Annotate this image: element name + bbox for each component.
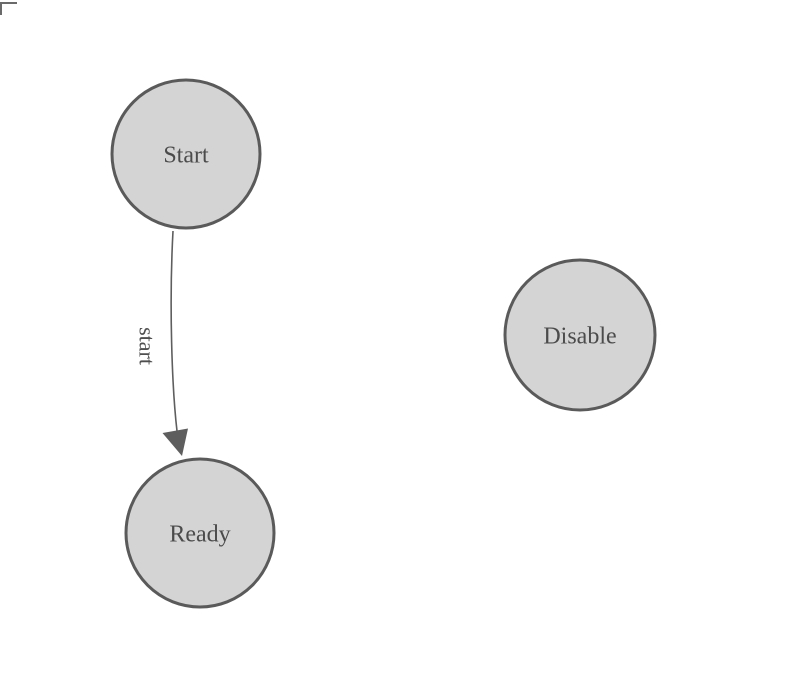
state-circle[interactable] [124,457,276,609]
state-label: Disable [543,323,616,349]
state-node-ready[interactable]: Ready [124,457,276,609]
state-node-start[interactable]: Start [110,78,262,230]
state-label: Ready [169,521,230,547]
state-node-disable[interactable]: Disable [503,258,657,412]
state-circle[interactable] [503,258,657,412]
edge-label: start [134,327,159,365]
state-circle[interactable] [110,78,262,230]
state-label: Start [163,142,209,168]
transition-start-to-ready: start [134,230,188,456]
edge-path[interactable] [170,230,178,432]
arrowhead-icon [162,428,188,456]
